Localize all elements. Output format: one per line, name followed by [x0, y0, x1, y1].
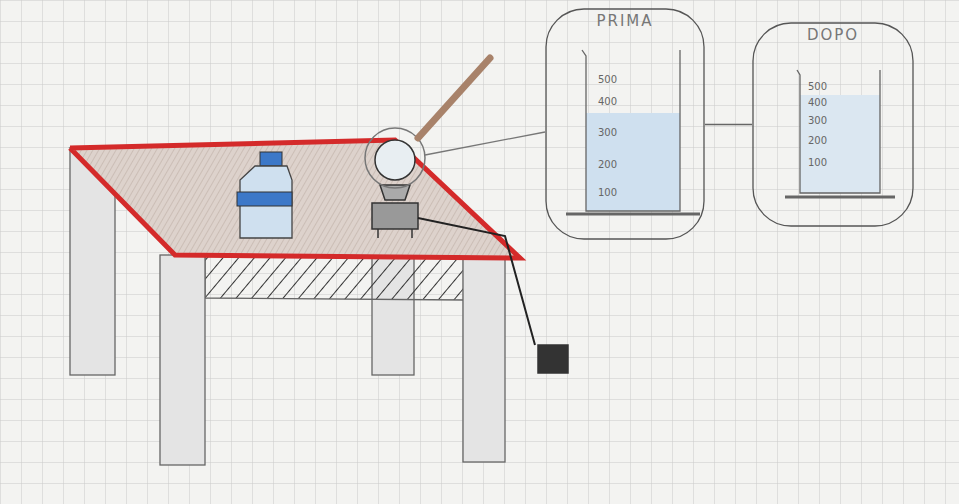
- flask-stand: [365, 58, 568, 373]
- table-leg: [463, 257, 505, 462]
- table: [70, 140, 520, 465]
- stand-foot: [377, 229, 379, 238]
- bubble-title: DOPO: [752, 22, 914, 44]
- scale-mark: 100: [598, 188, 617, 198]
- table-top-edge: [70, 140, 520, 258]
- bottle: [237, 152, 292, 238]
- beaker-wall: [797, 70, 880, 193]
- callout-bubble: DOPO: [752, 22, 914, 227]
- flask: [375, 140, 415, 180]
- bottle-cap: [260, 152, 282, 166]
- scale-mark: 300: [598, 128, 617, 138]
- stand-base: [372, 203, 418, 229]
- magnifier-handle: [418, 58, 490, 138]
- table-apron: [205, 255, 465, 300]
- scale-mark: 500: [808, 82, 827, 92]
- callout-bubble: PRIMA: [545, 8, 705, 240]
- leader-line: [425, 132, 545, 155]
- scale-mark: 300: [808, 116, 827, 126]
- scale-mark: 500: [598, 75, 617, 85]
- table-top: [70, 140, 520, 258]
- water: [586, 113, 680, 211]
- bubble-border: [546, 9, 704, 239]
- bubble-title: PRIMA: [545, 8, 705, 30]
- bubble-outline: [545, 8, 705, 240]
- table-leg: [160, 255, 205, 465]
- collector: [538, 345, 568, 373]
- bubble-outline: [752, 22, 914, 227]
- connector-line: [705, 124, 752, 125]
- water: [800, 95, 880, 193]
- scale-mark: 400: [808, 98, 827, 108]
- stand-foot: [411, 229, 413, 238]
- table-top-shading: [70, 140, 520, 258]
- drain-tube: [418, 218, 535, 345]
- beaker-base: [785, 196, 895, 199]
- bubble-border: [753, 23, 913, 226]
- beaker-base: [566, 213, 700, 216]
- scale-mark: 200: [808, 136, 827, 146]
- beaker-after: [785, 70, 895, 197]
- scale-mark: 200: [598, 160, 617, 170]
- beaker-before: [566, 50, 700, 214]
- bottle-label: [237, 192, 292, 206]
- beaker-wall: [582, 50, 680, 211]
- scale-mark: 400: [598, 97, 617, 107]
- scale-mark: 100: [808, 158, 827, 168]
